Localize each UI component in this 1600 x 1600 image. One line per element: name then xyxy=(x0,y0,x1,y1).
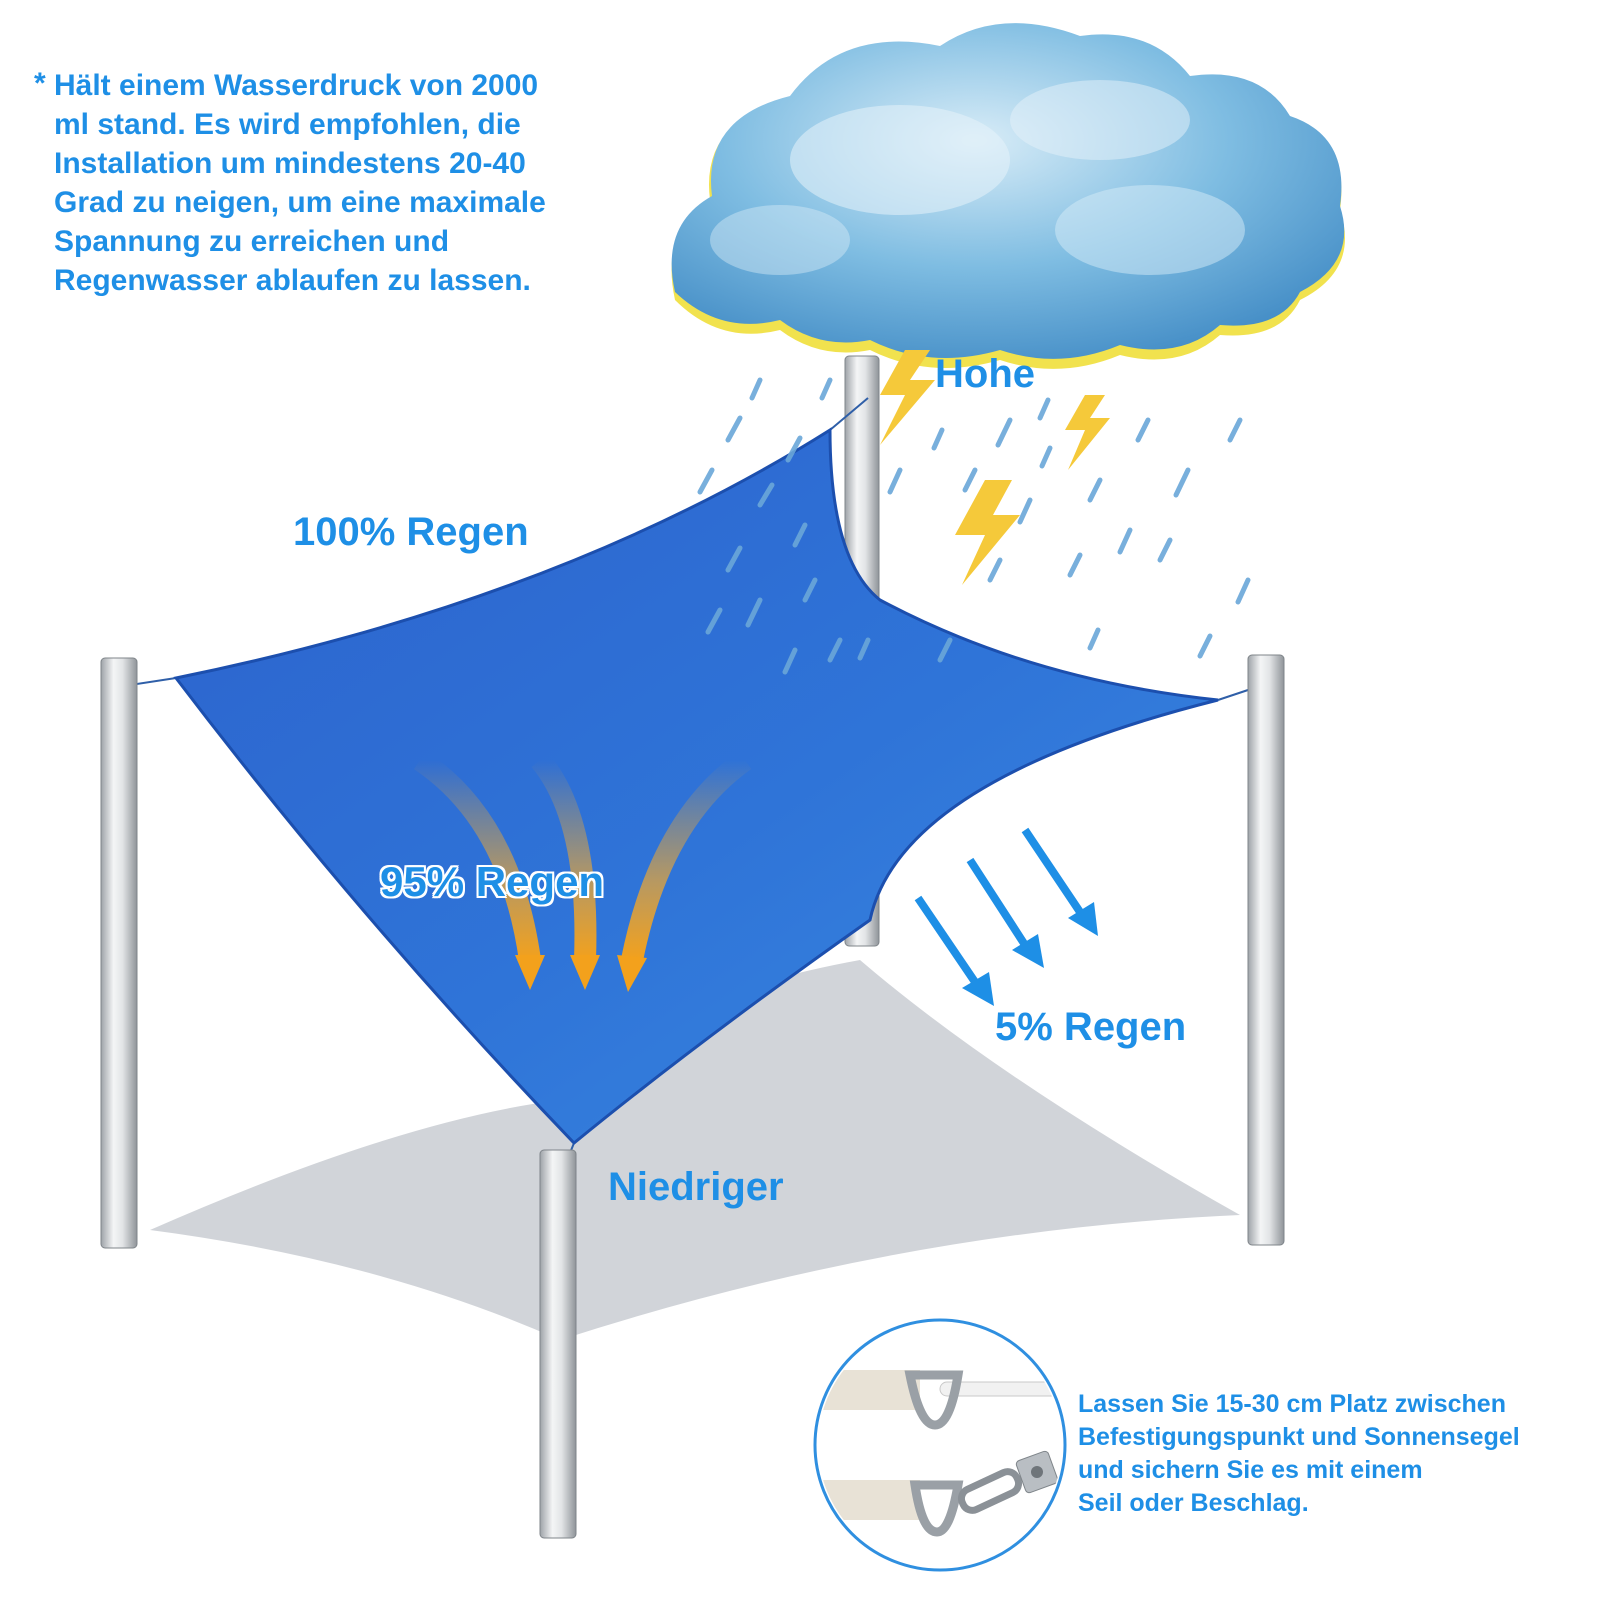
label-rain-95: 95% Regen xyxy=(380,858,605,905)
intro-note-body: Hält einem Wasserdruck von 2000 ml stand… xyxy=(54,66,624,300)
label-rain-5: 5% Regen xyxy=(995,1005,1187,1049)
rain-drop-icon xyxy=(697,377,1251,675)
intro-line-3: Installation um mindestens 20-40 xyxy=(54,147,526,180)
down-arrow-icon xyxy=(914,827,1098,1006)
cloud-icon xyxy=(671,23,1345,369)
pole-left xyxy=(100,657,138,1249)
install-line-4: Seil oder Beschlag. xyxy=(1078,1489,1309,1517)
pole-right xyxy=(1247,654,1285,1246)
intro-line-4: Grad zu neigen, um eine maximale xyxy=(54,186,546,219)
install-line-2: Befestigungspunkt und Sonnensegel xyxy=(1078,1423,1520,1451)
down-arrow-icon xyxy=(413,750,752,992)
intro-note: * Hält einem Wasserdruck von 2000 ml sta… xyxy=(34,66,624,300)
d-ring-icon xyxy=(904,1370,964,1430)
ground-shadow xyxy=(150,960,1240,1340)
intro-line-1: Hält einem Wasserdruck von 2000 xyxy=(54,69,539,102)
asterisk: * xyxy=(34,67,46,100)
intro-line-2: ml stand. Es wird empfohlen, die xyxy=(54,108,521,141)
install-line-3: und sichern Sie es mit einem xyxy=(1078,1456,1423,1484)
label-rain-100: 100% Regen xyxy=(293,510,529,554)
intro-line-5: Spannung zu erreichen und xyxy=(54,225,450,258)
pole-front xyxy=(539,1149,577,1539)
label-low: Niedriger xyxy=(608,1165,784,1209)
install-line-1: Lassen Sie 15-30 cm Platz zwischen xyxy=(1078,1390,1506,1418)
intro-line-6: Regenwasser ablaufen zu lassen. xyxy=(54,264,531,297)
install-note: Lassen Sie 15-30 cm Platz zwischen Befes… xyxy=(1078,1388,1588,1520)
pad-eye-hook-icon xyxy=(909,1450,1059,1537)
lightning-icon xyxy=(880,350,1110,585)
label-high: Hohe xyxy=(935,352,1035,396)
hardware-detail-circle xyxy=(813,1318,1067,1572)
